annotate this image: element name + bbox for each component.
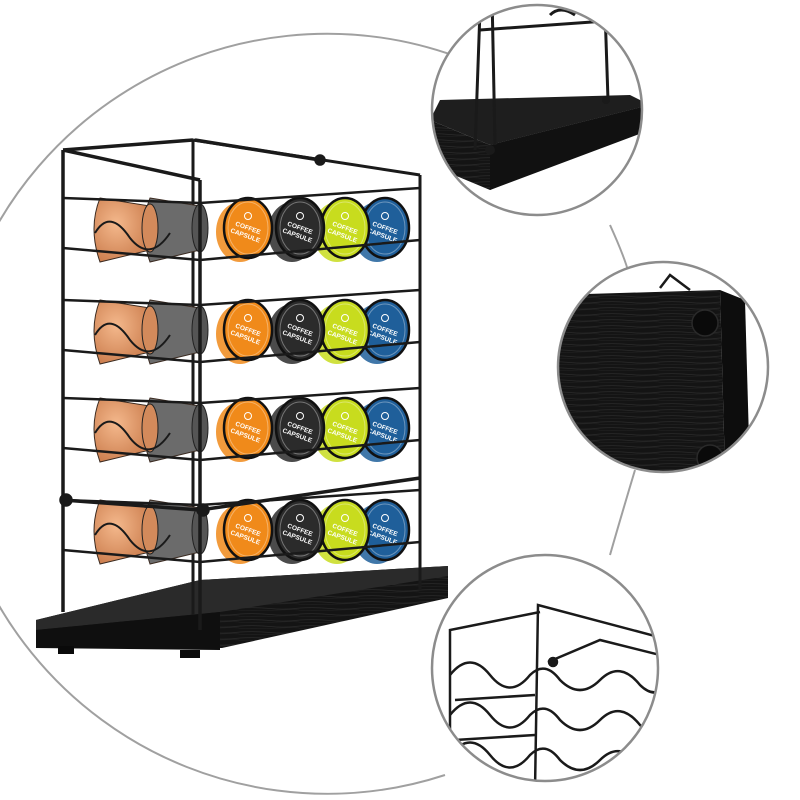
row-wire-back: [62, 186, 421, 205]
detail-view-non-slip-pads: [556, 260, 770, 474]
row-wire-back: [62, 386, 421, 405]
capsule-tan: [93, 299, 159, 365]
row-wire-wave: [94, 322, 171, 353]
capsule-tan: [93, 197, 159, 263]
row-wire-wave: [94, 220, 171, 251]
detail-view-base-corner: [430, 3, 644, 217]
row-wire-back: [62, 488, 421, 507]
capsule-tan: [93, 397, 159, 463]
row-wire-front: [62, 238, 421, 262]
row-wire-back: [62, 288, 421, 307]
rack-wires: [62, 186, 421, 564]
rack-frame-front: [59, 138, 421, 630]
row-wire-wave: [94, 522, 171, 553]
row-wire-front: [62, 540, 421, 564]
row-wire-front: [62, 340, 421, 364]
capsule-rack-product: COFFEECAPSULECOFFEECAPSULECOFFEECAPSULEC…: [36, 138, 448, 658]
detail-view-wire-structure: [430, 553, 660, 783]
capsule-grid: COFFEECAPSULECOFFEECAPSULECOFFEECAPSULEC…: [93, 196, 411, 565]
row-wire-wave: [94, 420, 171, 451]
row-wire-front: [62, 438, 421, 462]
wooden-base: [36, 566, 448, 658]
